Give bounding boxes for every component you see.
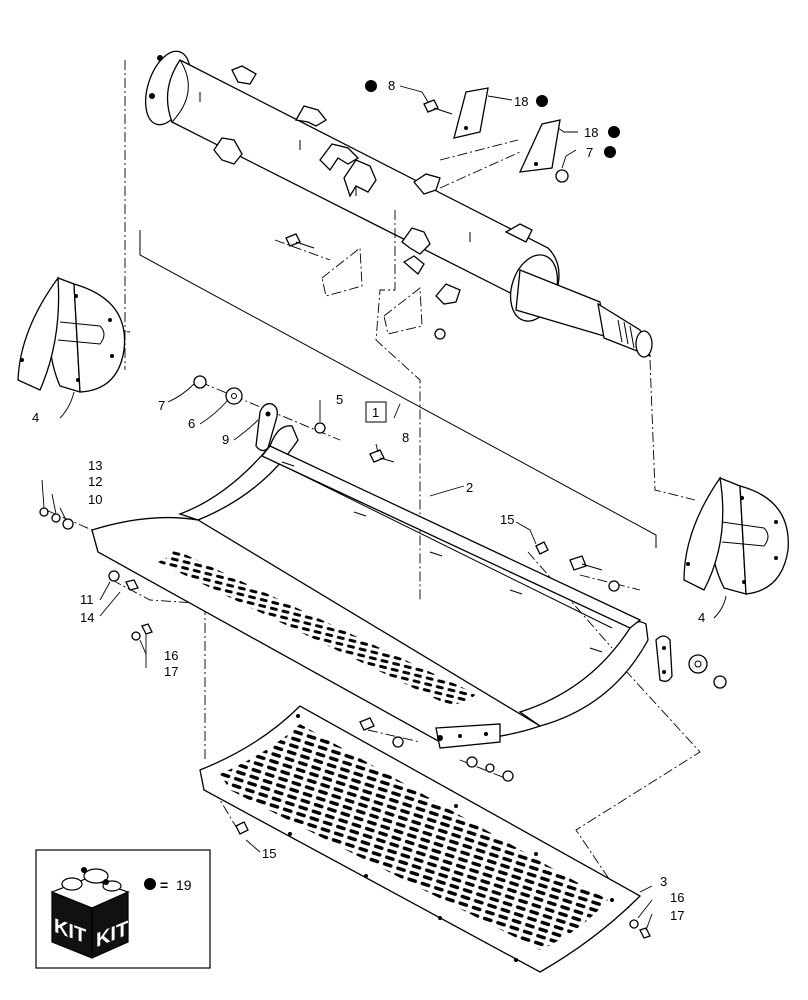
legend-kit-ref: 19: [176, 877, 192, 893]
callout-3: 3: [660, 874, 667, 889]
callout-6: 6: [188, 416, 195, 431]
kit-legend: KIT KIT = 19: [35, 849, 211, 969]
callout-8-top: 8: [388, 78, 395, 93]
callout-9: 9: [222, 432, 229, 447]
side-plate-right: [683, 476, 789, 595]
kit-bullet-icon: [365, 80, 377, 92]
callout-14: 14: [80, 610, 94, 625]
concave-frame: [91, 425, 649, 749]
leader-lines: [41, 85, 727, 931]
kit-bullet-icon: [604, 146, 616, 158]
callout-11: 11: [80, 592, 94, 607]
legend-equals: =: [160, 877, 168, 893]
bracket-18-lower: [518, 119, 561, 173]
kit-box-icon: [50, 867, 130, 959]
phantom-box: [139, 230, 657, 548]
callout-18-top: 18: [514, 94, 528, 109]
callout-18-lower: 18: [584, 125, 598, 140]
callout-15-bottom: 15: [262, 846, 276, 861]
callout-labels: 8 18 18 7 4 4 7 6 9 5 1 8 2 13 12 10 15 …: [32, 78, 705, 923]
callout-2: 2: [466, 480, 473, 495]
callout-7-mid: 7: [158, 398, 165, 413]
callout-17-right: 17: [670, 908, 684, 923]
bracket-hidden: [321, 247, 423, 335]
hardware: [39, 99, 727, 939]
bracket-18-upper: [453, 87, 489, 139]
callout-7-top: 7: [586, 145, 593, 160]
callout-1-box: [365, 401, 387, 423]
callout-1: 1: [372, 405, 379, 420]
callout-4-left: 4: [32, 410, 39, 425]
side-plate-left: [17, 276, 126, 393]
callout-16-left: 16: [164, 648, 178, 663]
concave-grate: [199, 705, 642, 973]
kit-bullet-icon: [536, 95, 548, 107]
kit-bullet-icon: [608, 126, 620, 138]
callout-4-right: 4: [698, 610, 705, 625]
callout-16-right: 16: [670, 890, 684, 905]
callout-8-mid: 8: [402, 430, 409, 445]
kit-bullet-icon: [144, 878, 156, 890]
callout-17-left: 17: [164, 664, 178, 679]
callout-12: 12: [88, 474, 102, 489]
callout-13: 13: [88, 458, 102, 473]
callout-10: 10: [88, 492, 102, 507]
callout-5: 5: [336, 392, 343, 407]
callout-15-top: 15: [500, 512, 514, 527]
rotor-assembly: [144, 50, 653, 358]
